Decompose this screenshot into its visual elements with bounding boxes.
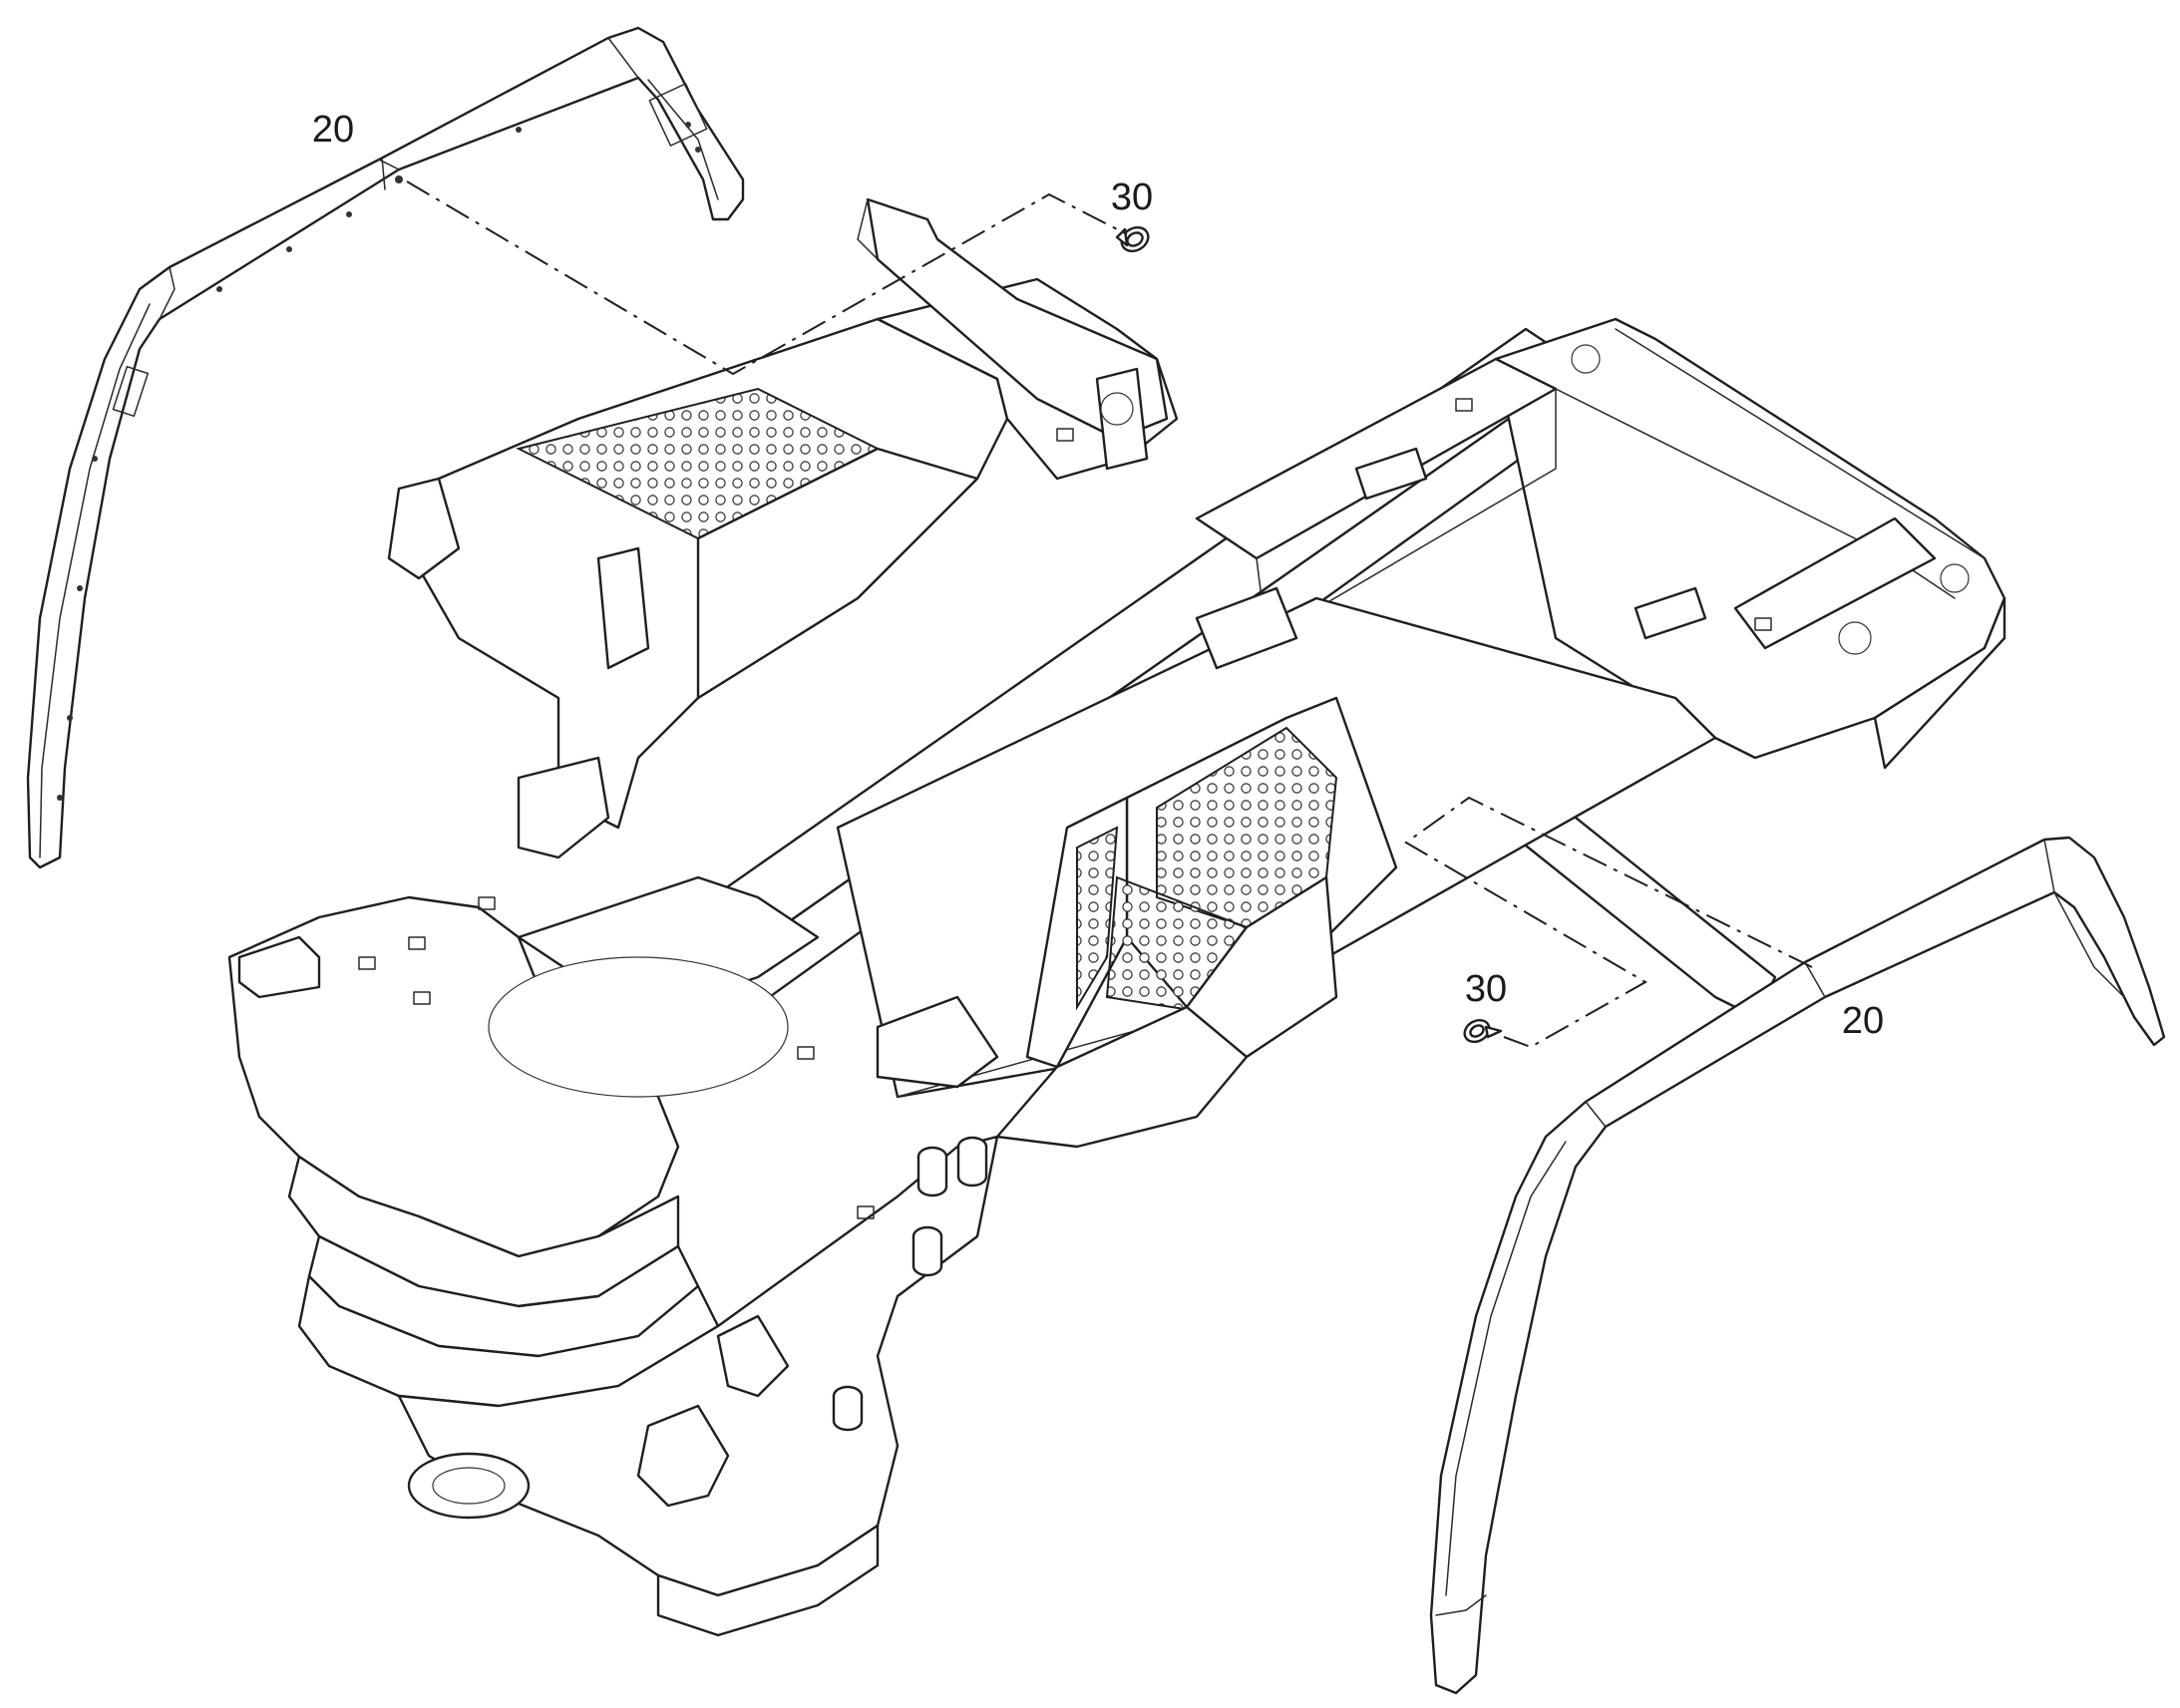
callout-30-bottom-bolt: 30 — [1465, 968, 1507, 1010]
callout-20-left-fender: 20 — [312, 109, 354, 151]
callout-20-right-fender: 20 — [1842, 1000, 1884, 1042]
fender-right — [1429, 836, 2166, 1695]
assembly-leader-lines — [406, 180, 1813, 1049]
chassis-frame — [227, 197, 2006, 1637]
fender-left — [26, 26, 745, 869]
callout-30-top-bolt: 30 — [1111, 176, 1153, 218]
bolt-bottom — [1463, 1018, 1503, 1044]
bolt-top — [1115, 225, 1150, 253]
